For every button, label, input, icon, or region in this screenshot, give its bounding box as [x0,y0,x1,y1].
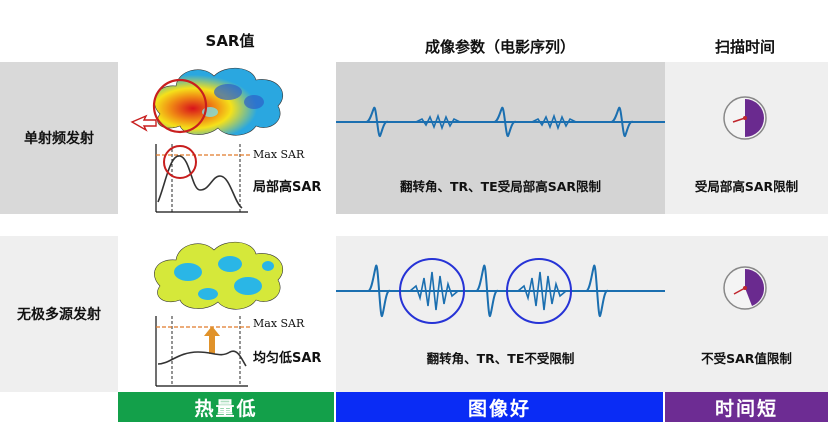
header-scan-time: 扫描时间 [714,38,775,56]
small-echo-2 [531,113,577,131]
sar-curve-uniform [157,350,247,367]
footer-scan-time-label: 时间短 [714,397,778,420]
row2-max-sar-label: Max SAR [253,317,305,330]
footer-bar-imaging: 图像好 [336,392,663,422]
footer-imaging-label: 图像好 [467,397,531,420]
row2-imaging-panel [336,236,665,392]
sar-cloud-hot [154,67,284,136]
row2-time-caption: 不受SAR值限制 [701,351,792,366]
large-echo-2 [517,271,567,311]
row1-label: 单射频发射 [24,131,94,147]
row1-sar-note: 局部高SAR [253,180,322,195]
row2-sar-note: 均匀低SAR [253,351,322,366]
row1-waveform [336,106,665,138]
footer-bar-scan-time: 时间短 [665,392,828,422]
header-sar: SAR值 [205,32,255,50]
row1-imaging-caption: 翻转角、TR、TE受局部高SAR限制 [399,179,602,194]
row2-sar-graphic [154,241,284,387]
echo-circle-2 [506,258,572,324]
max-sar-circle [163,145,197,179]
row1-sar-graphic [130,67,284,213]
pointer-arrow-icon [130,114,157,132]
row2-waveform [336,258,665,324]
row1-max-sar-label: Max SAR [253,148,305,161]
large-echo-1 [409,271,459,311]
row1-imaging-panel [336,62,665,214]
small-echo-1 [415,113,461,131]
row1-time-caption: 受局部高SAR限制 [694,179,799,194]
row2-label: 无极多源发射 [17,307,101,323]
up-arrow-icon [204,326,220,354]
row2-time-panel [665,236,828,392]
echo-circle-1 [399,258,465,324]
row1-label-panel: 单射频发射 [0,62,118,214]
header-imaging: 成像参数（电影序列） [424,38,575,56]
row2-imaging-caption: 翻转角、TR、TE不受限制 [426,351,575,366]
clock-icon [723,266,767,310]
footer-sar-label: 热量低 [194,397,258,420]
hotspot-circle [152,78,208,134]
sar-curve [157,155,243,209]
footer-bar-sar: 热量低 [118,392,334,422]
row2-label-panel: 无极多源发射 [0,236,118,392]
sar-cloud-uniform [154,241,284,310]
clock-icon [723,96,767,140]
